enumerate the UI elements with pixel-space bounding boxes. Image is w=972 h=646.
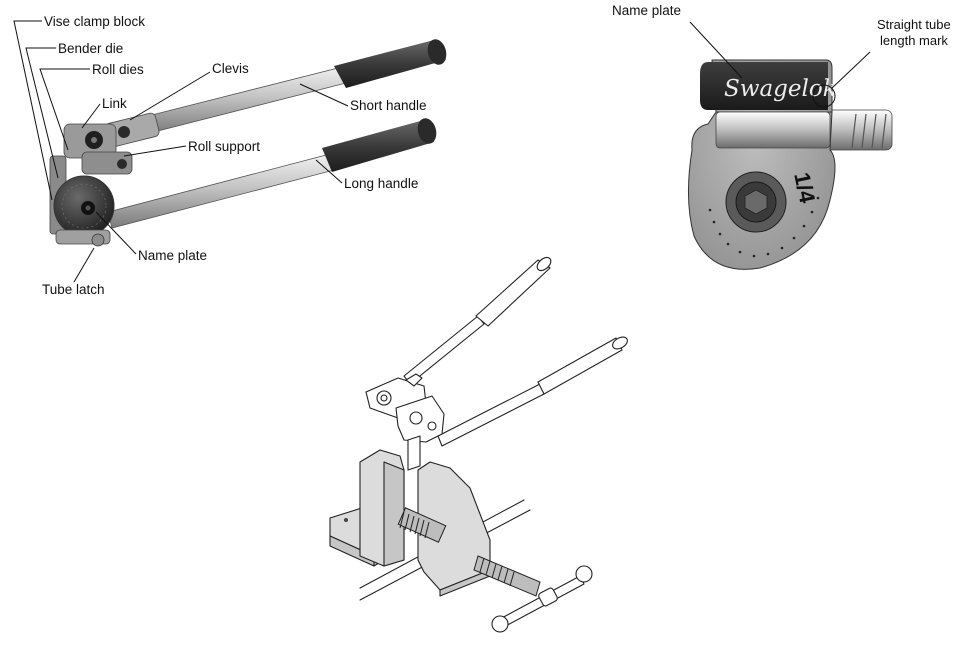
tube-latch	[55, 229, 111, 247]
long-handle	[107, 118, 437, 229]
label-bender-die: Bender die	[58, 41, 123, 56]
nameplate-detail: Swagelok 1/4 Name plate Straight tube le…	[612, 3, 951, 270]
vise-jaw-right	[417, 461, 491, 591]
vise-handle-knob-top	[575, 565, 593, 583]
label-tube-latch: Tube latch	[42, 282, 105, 297]
bender-die	[53, 175, 115, 237]
label-link: Link	[102, 96, 127, 111]
label-name-plate-detail: Name plate	[612, 3, 681, 18]
brand-logo: Swagelok	[724, 76, 837, 102]
label-vise-clamp-block: Vise clamp block	[44, 14, 145, 29]
bender-handles-drawing	[403, 256, 628, 447]
label-short-handle: Short handle	[350, 98, 427, 113]
label-roll-dies: Roll dies	[92, 62, 144, 77]
clevis-assembly	[63, 112, 160, 175]
bender-in-vise-drawing	[329, 256, 628, 633]
label-roll-support: Roll support	[188, 139, 260, 154]
bender-head-drawing	[365, 373, 445, 471]
label-clevis: Clevis	[212, 61, 249, 76]
degree-scale	[708, 196, 820, 258]
length-mark-highlight	[812, 84, 836, 108]
short-handle	[139, 39, 447, 135]
vise-screw	[397, 507, 593, 633]
bender-photo: Vise clamp block Bender die Roll dies Li…	[13, 14, 447, 297]
label-straight-tube-line1: Straight tube	[877, 17, 951, 32]
label-straight-tube-line2: length mark	[880, 33, 948, 48]
photo-leaders	[13, 20, 349, 283]
vise-handle-knob-bottom	[491, 615, 509, 633]
label-name-plate: Name plate	[138, 248, 207, 263]
label-long-handle: Long handle	[344, 176, 418, 191]
